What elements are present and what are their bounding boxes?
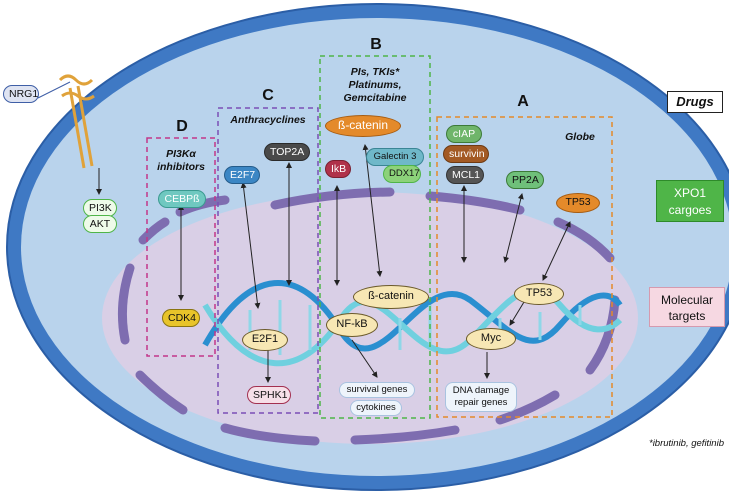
box-a — [436, 116, 613, 418]
section-c-letter: C — [262, 87, 274, 104]
section-d-letter: D — [176, 118, 188, 135]
section-a-letter: A — [517, 93, 529, 110]
tp53-cargo: TP53 — [556, 193, 600, 213]
dna-repair-line1: DNA damage — [452, 385, 510, 396]
survivin-cargo: survivin — [443, 145, 489, 163]
section-b-letter: B — [370, 36, 382, 53]
e2f7-cargo: E2F7 — [224, 166, 260, 184]
pi3k-label: PI3K — [83, 199, 117, 217]
drug-d-line2: inhibitors — [157, 161, 205, 173]
mcl1-cargo: MCL1 — [446, 166, 484, 184]
legend-mol-line1: Molecular — [660, 293, 714, 307]
box-c — [217, 107, 319, 414]
tp53-target: TP53 — [514, 283, 564, 305]
cytokines: cytokines — [350, 400, 402, 416]
box-d — [146, 137, 216, 357]
drug-b-line1: PIs, TKIs* — [350, 66, 400, 78]
receptor-icon — [58, 74, 95, 169]
survival-genes: survival genes — [339, 382, 415, 398]
galectin3-cargo: Galectin 3 — [366, 148, 424, 166]
cdk4-target: CDK4 — [162, 309, 200, 327]
drug-b-line2: Platinums, — [348, 79, 402, 91]
legend-xpo1-line1: XPO1 — [673, 186, 706, 200]
bcatenin-cargo: ß-catenin — [325, 115, 401, 137]
drug-globe: Globe — [565, 131, 595, 143]
legend-xpo1: XPO1 cargoes — [656, 180, 724, 222]
akt-label: AKT — [83, 215, 117, 233]
pp2a-cargo: PP2A — [506, 171, 544, 189]
dna-repair-line2: repair genes — [454, 397, 508, 408]
dna-repair-genes: DNA damage repair genes — [445, 382, 517, 412]
sphk1-target: SPHK1 — [247, 386, 291, 404]
drug-b-line3: Gemcitabine — [343, 92, 407, 104]
legend-molecular-targets: Molecular targets — [649, 287, 725, 327]
ciap-cargo: cIAP — [446, 125, 482, 143]
footnote: *ibrutinib, gefitinib — [649, 438, 724, 449]
nrg1-label: NRG1 — [3, 85, 39, 103]
top2a-cargo: TOP2A — [264, 143, 310, 161]
nuclear-envelope — [117, 187, 620, 446]
legend-mol-line2: targets — [668, 309, 706, 323]
cebpb-cargo: CEBPß — [158, 190, 206, 208]
myc-target: Myc — [466, 328, 516, 350]
e2f1-target: E2F1 — [242, 329, 288, 351]
legend-drugs: Drugs — [667, 91, 723, 113]
drug-anthracyclines: Anthracyclines — [230, 114, 306, 126]
ikb-cargo: IkB — [325, 160, 351, 178]
ddx17-cargo: DDX17 — [383, 165, 421, 183]
legend-xpo1-line2: cargoes — [668, 203, 712, 217]
bcatenin-target: ß-catenin — [353, 285, 429, 309]
interaction-arrows — [96, 144, 571, 383]
box-b — [319, 55, 431, 419]
drug-d-line1: PI3Kα — [166, 148, 196, 160]
nfkb-target: NF-kB — [326, 313, 378, 337]
